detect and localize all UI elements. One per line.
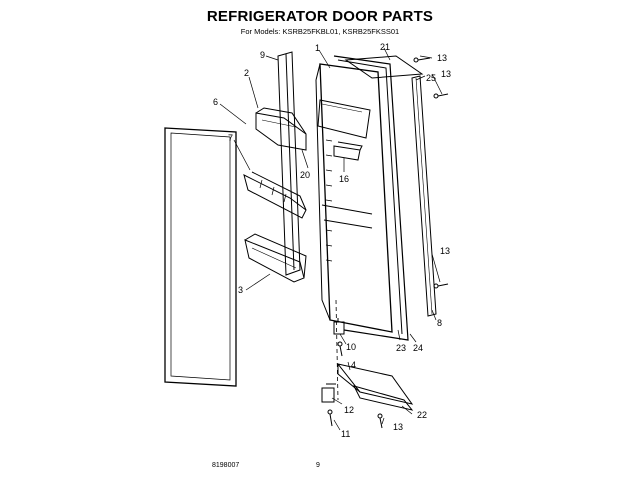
- screw-13-top-b: [433, 93, 449, 99]
- callout-9: 9: [260, 50, 265, 60]
- callout-1: 1: [315, 43, 320, 53]
- part-22-bottom-trim: [353, 385, 414, 411]
- document-number: 8198007: [212, 462, 240, 469]
- part-12-lower-hinge: [321, 383, 336, 403]
- page-number: 9: [316, 462, 320, 469]
- part-7-dairy-rack: [243, 171, 307, 219]
- page-title: REFRIGERATOR DOOR PARTS: [206, 8, 434, 25]
- callout-16: 16: [339, 174, 349, 184]
- part-10-bushing: [333, 318, 345, 335]
- callout-8: 8: [437, 318, 442, 328]
- callout-6: 6: [213, 97, 218, 107]
- callout-11: 11: [341, 429, 350, 439]
- callout-24: 24: [413, 343, 423, 353]
- callout-20: 20: [300, 170, 310, 180]
- callout-23: 23: [396, 343, 406, 353]
- callout-10: 10: [346, 342, 356, 352]
- screw-10-small: [337, 341, 343, 357]
- callout-13-a: 13: [437, 53, 447, 63]
- assembly-axis-line: [335, 299, 339, 401]
- part-2-upper-bin: [255, 107, 307, 151]
- part-25-hinge-strip: [411, 75, 437, 317]
- part-9-trim-strip: [277, 51, 301, 276]
- callout-7: 7: [228, 133, 233, 143]
- screw-13-mid: [433, 283, 449, 289]
- part-21-top-cap: [344, 55, 424, 79]
- callout-13-d: 13: [393, 422, 403, 432]
- part-16-small-bin: [333, 141, 363, 161]
- callout-3: 3: [238, 285, 243, 295]
- part-24-door-frame: [333, 55, 409, 341]
- callout-22: 22: [417, 410, 427, 420]
- part-1-door-liner: [315, 63, 393, 333]
- callout-4: 4: [351, 360, 356, 370]
- screw-11: [327, 409, 333, 427]
- screw-13-top-a: [413, 57, 431, 63]
- part-4-hinge-bracket: [336, 363, 414, 405]
- part-6-gasket: [164, 127, 237, 387]
- model-subtitle: For Models: KSRB25FKBL01, KSRB25FKSS01: [240, 27, 400, 36]
- callout-21: 21: [380, 42, 390, 52]
- callout-25: 25: [426, 73, 436, 83]
- callout-2: 2: [244, 68, 249, 78]
- part-3-lower-bin: [244, 233, 307, 283]
- callout-13-c: 13: [440, 246, 450, 256]
- leader-lines: [219, 47, 443, 431]
- callout-13-b: 13: [441, 69, 451, 79]
- callout-12: 12: [344, 405, 354, 415]
- screw-13-bottom: [377, 413, 383, 429]
